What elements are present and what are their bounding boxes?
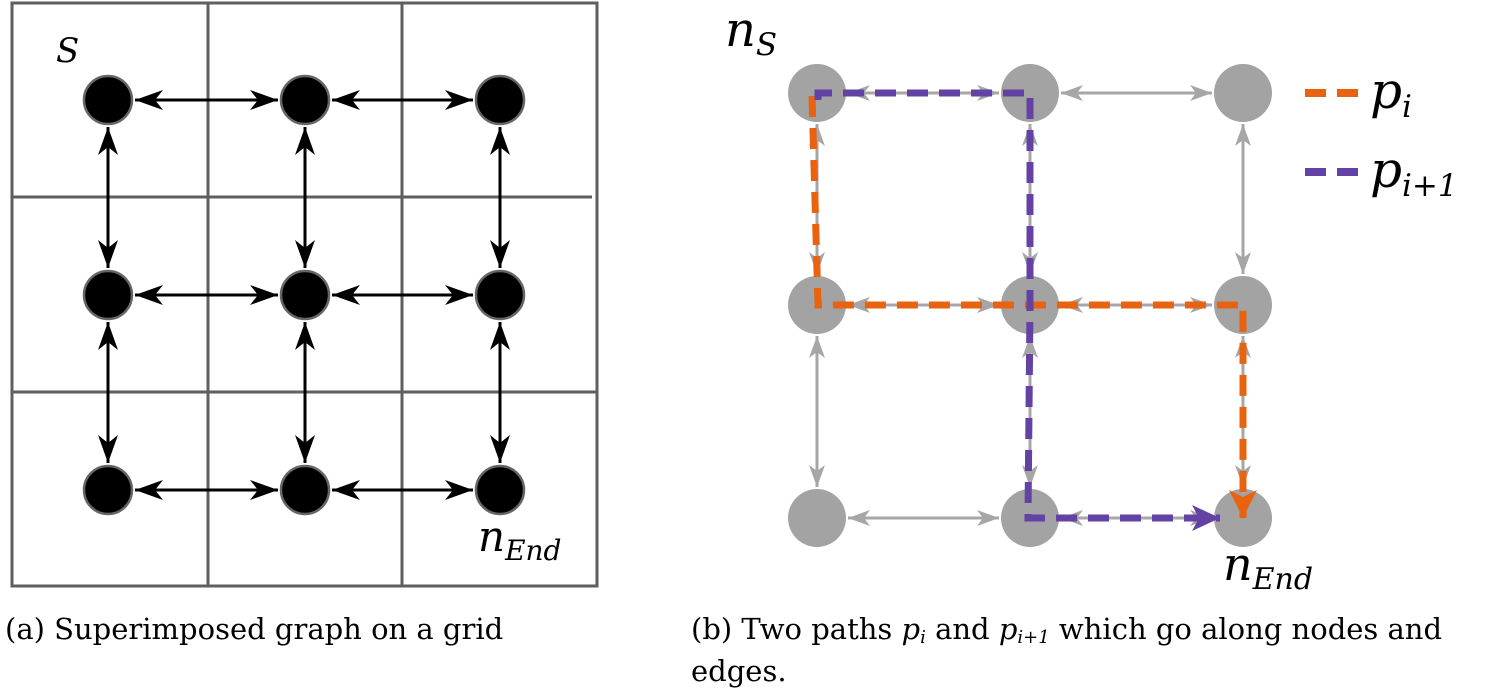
- panel-a-superimposed-grid: S nEnd: [10, 1, 599, 588]
- legend-label-p-i-plus-1-sub: i+1: [1402, 168, 1458, 204]
- panel-a-nodes: [82, 74, 526, 516]
- panel-b-end-label-main: n: [1223, 537, 1253, 591]
- caption-b-part3: which go along nodes and edges.: [691, 612, 1443, 688]
- panel-b-node-r1-c3: [1214, 64, 1272, 122]
- panel-b-start-label: nS: [725, 2, 777, 63]
- legend-label-p-i-sub: i: [1402, 89, 1412, 125]
- caption-b-p2-main: p: [998, 612, 1018, 646]
- panel-b-legend: pi pi+1: [1305, 62, 1458, 204]
- panel-a-node-r2-c1: [82, 269, 134, 321]
- panel-a-end-label: nEnd: [478, 512, 561, 567]
- panel-b-end-label-sub: End: [1252, 562, 1313, 597]
- panel-b-start-label-main: n: [725, 2, 756, 58]
- panel-a-node-r1-c2: [279, 74, 331, 126]
- panel-a-node-r2-c2: [279, 269, 331, 321]
- panel-a-node-r1-c3: [474, 74, 526, 126]
- panel-a-end-label-sub: End: [504, 534, 561, 567]
- caption-b-p2-sub: i+1: [1017, 627, 1050, 648]
- legend-label-p-i-main: p: [1370, 62, 1402, 120]
- caption-b-p2: pi+1: [998, 612, 1050, 648]
- caption-b-p1-sub: i: [920, 627, 926, 648]
- caption-b-p1: pi: [901, 612, 926, 648]
- panel-a-node-r3-c2: [279, 464, 331, 516]
- caption-panel-b: (b) Two paths pi and pi+1 which go along…: [691, 608, 1498, 692]
- panel-b-end-label: nEnd: [1223, 537, 1313, 597]
- caption-b-part2: and: [925, 612, 999, 646]
- caption-b-p1-main: p: [901, 612, 921, 646]
- panel-a-node-r1-c1: [82, 74, 134, 126]
- panel-b-node-r2-c3: [1214, 276, 1272, 334]
- panel-a-node-r3-c3: [474, 464, 526, 516]
- grid-border: [10, 1, 599, 588]
- caption-b-part1: (b) Two paths: [691, 612, 902, 646]
- panel-a-end-label-main: n: [478, 512, 505, 561]
- panel-a-start-label: S: [56, 31, 79, 71]
- path-p-i-plus-1: [814, 89, 1220, 531]
- panel-b-node-r1-c2: [1001, 64, 1059, 122]
- legend-label-p-i: pi: [1370, 62, 1412, 125]
- legend-label-p-i-plus-1: pi+1: [1370, 141, 1458, 204]
- panel-b-node-r3-c1: [788, 489, 846, 547]
- panel-b-two-paths: nS nEnd pi pi+1: [725, 2, 1458, 597]
- panel-a-edges: [98, 90, 510, 500]
- panel-b-paths: [808, 89, 1257, 531]
- panel-b-start-label-sub: S: [756, 27, 777, 63]
- panel-a-node-r3-c1: [82, 464, 134, 516]
- legend-label-p-i-plus-1-main: p: [1370, 141, 1402, 199]
- caption-panel-a: (a) Superimposed graph on a grid: [5, 612, 504, 646]
- panel-a-node-r2-c3: [474, 269, 526, 321]
